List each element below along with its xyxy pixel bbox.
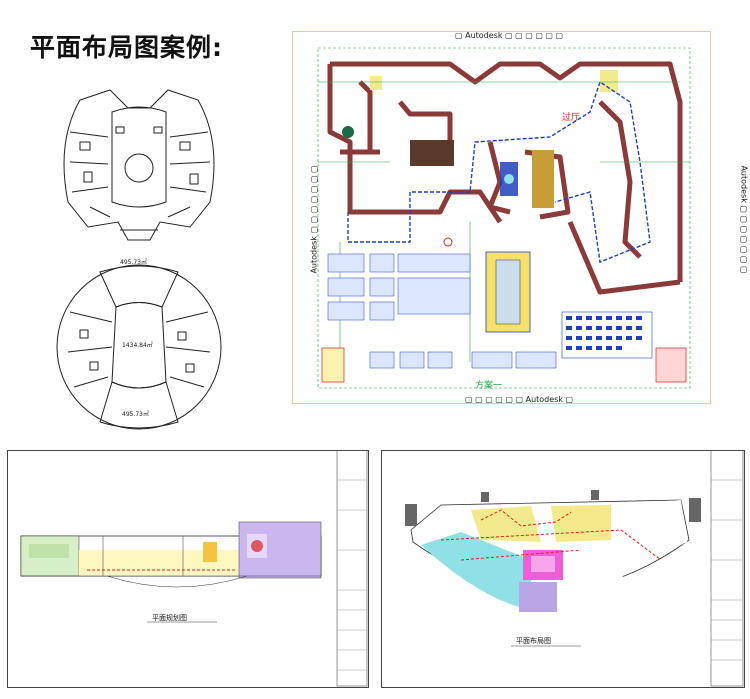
main-floor-plan: 过厅 方案一	[317, 47, 691, 391]
watermark-bottom: ▢ ▢ ▢ ▢ ▢ ▢ Autodesk ▢	[465, 395, 574, 404]
watermark-right: Autodesk ▢ ▢ ▢ ▢ ▢ ▢ ▢	[739, 165, 749, 274]
main-plan-sheet	[292, 31, 711, 404]
scheme-label: 方案一	[475, 379, 502, 391]
page-heading: 平面布局图案例:	[30, 33, 223, 62]
area-label-center: 1434.84㎡	[122, 341, 153, 349]
hall-label: 过厅	[562, 111, 580, 123]
area-label-top: 495.73㎡	[120, 258, 147, 266]
planning-drawing: 平面规划图	[20, 450, 368, 687]
layout-drawing: 平面布局图	[405, 450, 744, 687]
round-plan-lower	[56, 264, 222, 430]
round-plan-upper	[63, 89, 215, 241]
round-floor-plans: 495.73㎡ 1434.84㎡ 495.73㎡	[56, 89, 222, 430]
planning-caption: 平面规划图	[152, 613, 187, 622]
layout-caption: 平面布局图	[516, 636, 551, 645]
watermark-top: ▢ Autodesk ▢ ▢ ▢ ▢ ▢ ▢	[455, 31, 564, 40]
area-label-bottom: 495.73㎡	[122, 410, 149, 418]
